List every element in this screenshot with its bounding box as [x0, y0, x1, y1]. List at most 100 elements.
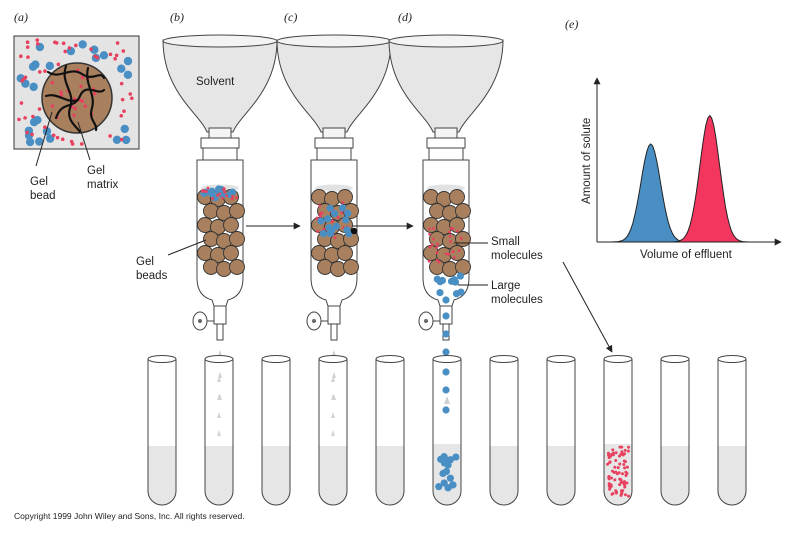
small-molecule-dot [618, 445, 622, 449]
gel-bead [337, 245, 353, 261]
small-molecule-dot [607, 484, 611, 488]
small-molecule-dot [108, 52, 113, 57]
small-molecule-dot [93, 91, 97, 96]
small-molecule-dot [428, 232, 432, 236]
small-molecule-dot [204, 190, 208, 193]
small-molecule-dot [456, 229, 459, 233]
small-molecule-dot [43, 69, 47, 73]
small-molecule-dot [61, 41, 66, 46]
test-tube-outline [660, 359, 690, 506]
test-tube-outline [717, 359, 747, 506]
large-molecule-dot [99, 51, 109, 60]
small-molecule-dot [223, 190, 227, 194]
large-molecule-dot [342, 216, 350, 224]
gel-bead [229, 231, 245, 247]
gel-bead [197, 245, 213, 261]
small-molecule-dot [55, 135, 60, 140]
small-molecule-dot [613, 478, 617, 482]
gel-bead [197, 217, 213, 233]
large-molecule-dot [123, 70, 133, 80]
funnel [162, 39, 278, 133]
drip [218, 350, 222, 356]
test-tube-liquid [262, 446, 290, 505]
small-molecule-dot [20, 79, 24, 83]
drip [331, 412, 335, 418]
panel-d-letter: (d) [398, 10, 412, 24]
small-molecule-dot [35, 38, 40, 42]
small-molecule-dot [623, 466, 627, 470]
test-tube [603, 355, 633, 506]
small-molecule-dot [610, 469, 614, 473]
small-molecule-dot [115, 41, 120, 45]
drip [217, 376, 221, 382]
small-molecule-dot [624, 470, 628, 474]
small-molecule-dot [620, 452, 624, 456]
large-molecule-dot [42, 127, 52, 136]
column-c [276, 34, 392, 400]
small-molecule-dot [428, 227, 431, 231]
small-molecule-dot [611, 448, 615, 452]
small-molecule-dot [428, 245, 432, 249]
small-molecule-dot [83, 104, 88, 108]
test-tube [546, 355, 576, 506]
small-molecule-dot [447, 252, 451, 256]
small-molecule-dot [606, 462, 610, 466]
gel-bead [429, 203, 445, 219]
test-tube-outline [204, 359, 234, 506]
small-molecule-dot [19, 101, 24, 105]
test-tube-rim [717, 355, 747, 363]
x-axis-label: Volume of effluent [640, 249, 733, 261]
small-molecule-dot [622, 463, 626, 467]
small-molecule-dot [444, 252, 448, 256]
small-molecule-dot [19, 54, 23, 59]
small-molecule-dot [50, 81, 55, 85]
test-tube-rim [432, 355, 462, 363]
large-molecule-dot [435, 483, 443, 491]
small-molecule-dot [448, 235, 452, 238]
stopcock-body [327, 305, 341, 325]
small-molecule-dot [626, 494, 630, 498]
gel-bead [455, 203, 471, 219]
small-molecule-dot [340, 211, 344, 215]
large-molecule-drop [442, 348, 450, 356]
small-molecule-dot [611, 453, 615, 457]
small-molecule-dot [225, 194, 228, 198]
small-molecule-dot [67, 46, 72, 50]
large-molecule-dot [35, 137, 44, 146]
gel-bead [337, 189, 353, 205]
large-molecule-dot [319, 230, 328, 238]
small-molecule-dot [430, 243, 434, 247]
small-molecule-dot [231, 194, 234, 198]
small-molecule-dot [31, 114, 35, 119]
small-molecule-dot [318, 204, 322, 208]
small-molecule-dot [435, 258, 439, 262]
gel-bead [229, 259, 245, 275]
small-molecule-dot [216, 193, 219, 197]
y-axis-label: Amount of solute [581, 118, 593, 204]
small-molecule-dot [17, 117, 21, 122]
gel-bead [203, 259, 219, 275]
large-molecule-dot [45, 134, 55, 143]
small-molecule-dot [70, 142, 75, 146]
large-molecule-dot [344, 209, 352, 217]
large-molecule-dot [29, 117, 39, 127]
large-molecule-dot [446, 456, 454, 464]
small-molecule-dot [122, 109, 126, 113]
test-tube-liquid [205, 446, 233, 505]
test-tube-outline [147, 359, 177, 506]
small-molecule-dot [451, 227, 455, 230]
funnel-rim [276, 34, 392, 48]
large-molecule-dot [332, 222, 340, 230]
small-molecule-peak [670, 114, 750, 243]
small-molecule-dot [625, 481, 629, 485]
funnel [276, 39, 392, 133]
large-molecule-dot [325, 224, 333, 232]
test-tube-liquid [319, 446, 347, 505]
test-tube-rim [546, 355, 576, 363]
small-molecule-dot [230, 197, 234, 201]
gel-bead [223, 217, 239, 233]
gel-bead [343, 259, 359, 275]
drip [217, 430, 221, 436]
funnel-rim [162, 34, 278, 48]
